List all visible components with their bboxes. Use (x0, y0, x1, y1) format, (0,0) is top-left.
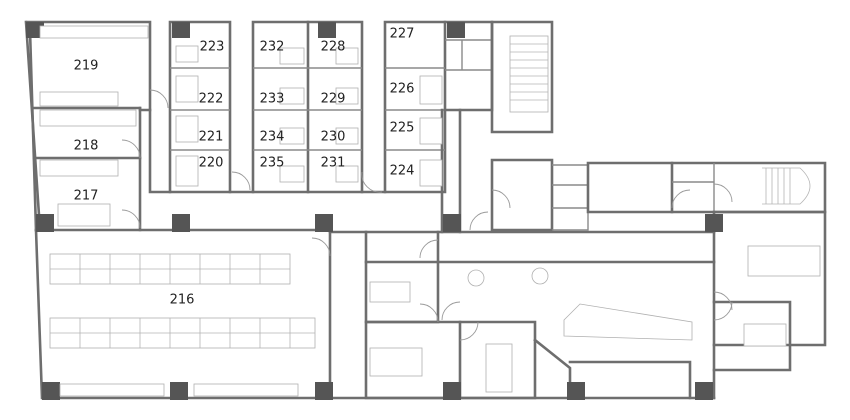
stairs-right (762, 167, 811, 205)
structural-columns (26, 22, 723, 400)
column (42, 382, 60, 400)
room-label-232: 232 (260, 40, 285, 55)
room-label-235: 235 (260, 156, 285, 171)
room-label-224: 224 (390, 164, 415, 179)
room-label-226: 226 (390, 82, 415, 97)
room-labels: 219 218 217 216 223 222 221 220 232 233 … (74, 27, 415, 308)
room-label-230: 230 (321, 130, 346, 145)
column (170, 382, 188, 400)
room-label-221: 221 (199, 130, 224, 145)
room-label-229: 229 (321, 92, 346, 107)
column (695, 382, 713, 400)
room-label-217: 217 (74, 189, 99, 204)
room-label-231: 231 (321, 156, 346, 171)
column (705, 214, 723, 232)
column (172, 22, 190, 38)
furniture (39, 25, 821, 397)
column (443, 382, 461, 400)
room-label-233: 233 (260, 92, 285, 107)
room-label-234: 234 (260, 130, 285, 145)
column (567, 382, 585, 400)
stairs-top (509, 35, 549, 113)
room-label-219: 219 (74, 59, 99, 74)
room-label-216: 216 (170, 293, 195, 308)
doors (121, 89, 733, 341)
room-label-222: 222 (199, 92, 224, 107)
room-label-225: 225 (390, 121, 415, 136)
room-label-228: 228 (321, 40, 346, 55)
column (315, 214, 333, 232)
room-label-227: 227 (390, 27, 415, 42)
desk-grid (49, 253, 316, 397)
room-label-223: 223 (200, 40, 225, 55)
room-label-218: 218 (74, 139, 99, 154)
room-label-220: 220 (199, 156, 224, 171)
column (447, 22, 465, 38)
column (315, 382, 333, 400)
walls (24, 20, 827, 400)
column (36, 214, 54, 232)
column (318, 22, 336, 38)
column (172, 214, 190, 232)
column (26, 22, 44, 38)
column (443, 214, 461, 232)
